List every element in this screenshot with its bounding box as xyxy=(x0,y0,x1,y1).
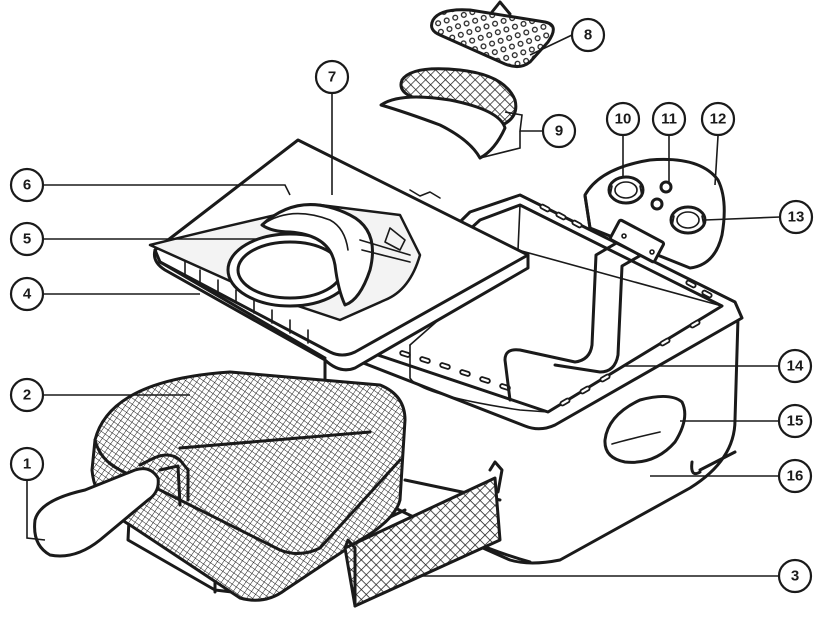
temperature-knob-icon[interactable] xyxy=(607,175,645,205)
callout-label: 1 xyxy=(23,456,31,473)
callout-label: 15 xyxy=(787,413,804,430)
callout-label: 12 xyxy=(710,111,727,128)
callout-7: 7 xyxy=(314,59,350,95)
callout-11: 11 xyxy=(651,101,687,137)
viewing-window xyxy=(603,395,687,464)
callout-label: 7 xyxy=(328,69,336,86)
callout-label: 3 xyxy=(791,568,799,585)
callout-8: 8 xyxy=(570,17,606,53)
frying-basket xyxy=(33,370,407,602)
callout-6: 6 xyxy=(9,167,45,203)
callout-label: 14 xyxy=(787,358,804,375)
callout-label: 4 xyxy=(23,286,32,303)
power-light-icon xyxy=(650,197,664,211)
side-basket xyxy=(343,460,504,608)
callout-2: 2 xyxy=(9,377,45,413)
callout-5: 5 xyxy=(9,221,45,257)
callout-14: 14 xyxy=(777,348,813,384)
control-panel xyxy=(583,157,726,270)
callout-12: 12 xyxy=(700,101,736,137)
callout-1: 1 xyxy=(9,446,45,482)
rim-slots xyxy=(399,203,713,407)
filter-cover xyxy=(430,0,555,69)
callout-15: 15 xyxy=(777,403,813,439)
callout-9: 9 xyxy=(541,113,577,149)
lid xyxy=(148,138,530,372)
heating-element xyxy=(503,218,666,402)
ready-light-icon xyxy=(659,180,673,194)
callout-16: 16 xyxy=(777,458,813,494)
callout-10: 10 xyxy=(605,101,641,137)
grease-filter xyxy=(379,95,507,160)
callout-label: 16 xyxy=(787,468,804,485)
callout-3: 3 xyxy=(777,558,813,594)
callout-13: 13 xyxy=(778,199,814,235)
callout-label: 5 xyxy=(23,231,31,248)
callout-label: 10 xyxy=(615,111,632,128)
callout-label: 13 xyxy=(788,209,805,226)
callout-label: 11 xyxy=(661,111,677,128)
callout-label: 8 xyxy=(584,27,592,44)
callout-label: 2 xyxy=(23,387,31,404)
callout-label: 6 xyxy=(23,177,31,194)
timer-knob-icon[interactable] xyxy=(669,205,707,235)
callout-4: 4 xyxy=(9,276,45,312)
leader-lines xyxy=(26,34,781,577)
callout-label: 9 xyxy=(555,123,563,140)
